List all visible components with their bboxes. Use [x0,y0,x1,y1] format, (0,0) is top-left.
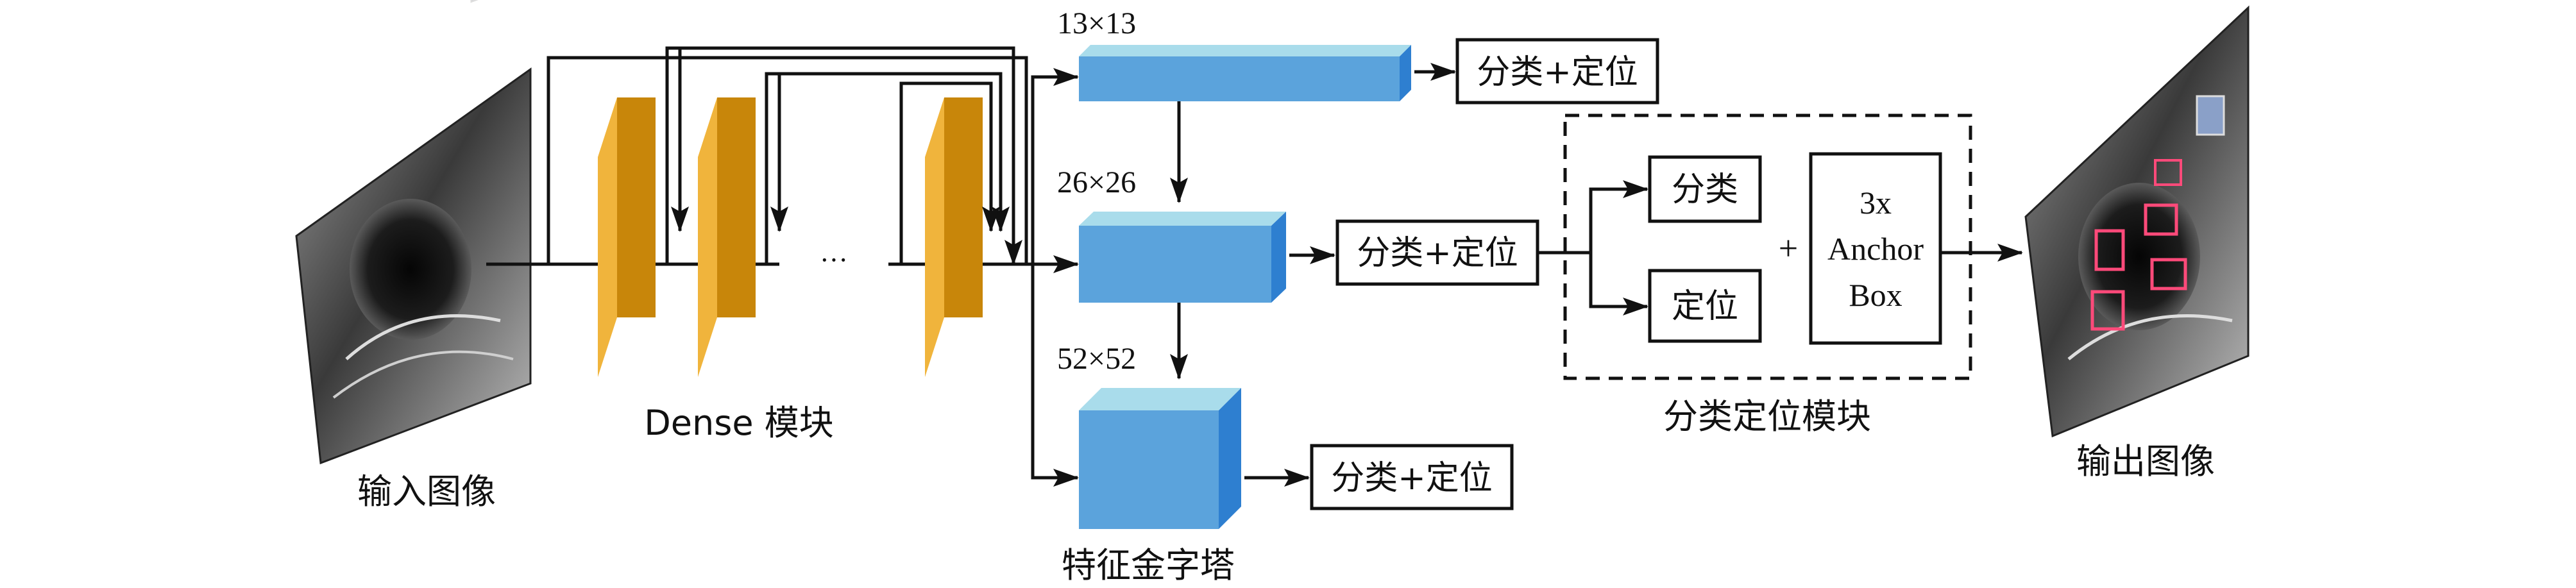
dense-block-3 [925,97,983,377]
loc-text: 定位 [1672,287,1738,326]
input-image [295,0,532,465]
size-52-label: 52×52 [1057,342,1136,376]
input-image-label: 输入图像 [357,471,496,512]
ellipsis: ··· [820,244,848,276]
cls-box: 分类 [1648,155,1762,223]
plus-sign: + [1779,229,1798,267]
cls-text: 分类 [1672,171,1738,209]
anchor-text-line1: 3x [1860,185,1892,221]
cls-loc-text-13: 分类+定位 [1477,53,1638,92]
anchor-text-line2: Anchor [1827,231,1924,267]
feature-map-13 [1079,45,1411,101]
feature-pyramid-label: 特征金字塔 [1062,545,1235,585]
cls-loc-module-label: 分类定位模块 [1663,396,1871,437]
cls-loc-box-52: 分类+定位 [1310,444,1514,510]
dense-block-1 [598,97,656,377]
size-13-label: 13×13 [1057,6,1136,40]
pyramid-branches [1031,68,1079,487]
detection-boxes [2090,159,2187,331]
output-image [2024,5,2250,438]
dense-module-label: Dense 模块 [644,403,834,443]
output-image-label: 输出图像 [2076,441,2215,482]
cls-loc-text-26: 分类+定位 [1357,234,1518,273]
dense-connections [486,46,1079,273]
cls-loc-text-52: 分类+定位 [1331,459,1493,498]
loc-box: 定位 [1648,269,1762,343]
cls-loc-module-frame [1563,113,1972,380]
dense-block-2 [698,97,756,377]
feature-map-52 [1079,388,1241,529]
anchor-box: 3x Anchor Box [1809,152,1942,345]
module-branches [1589,180,1648,315]
anchor-text-line3: Box [1849,277,1902,313]
cls-loc-box-13: 分类+定位 [1455,38,1659,105]
cls-loc-box-26: 分类+定位 [1335,219,1539,286]
feature-map-26 [1079,212,1286,303]
size-26-label: 26×26 [1057,165,1136,199]
